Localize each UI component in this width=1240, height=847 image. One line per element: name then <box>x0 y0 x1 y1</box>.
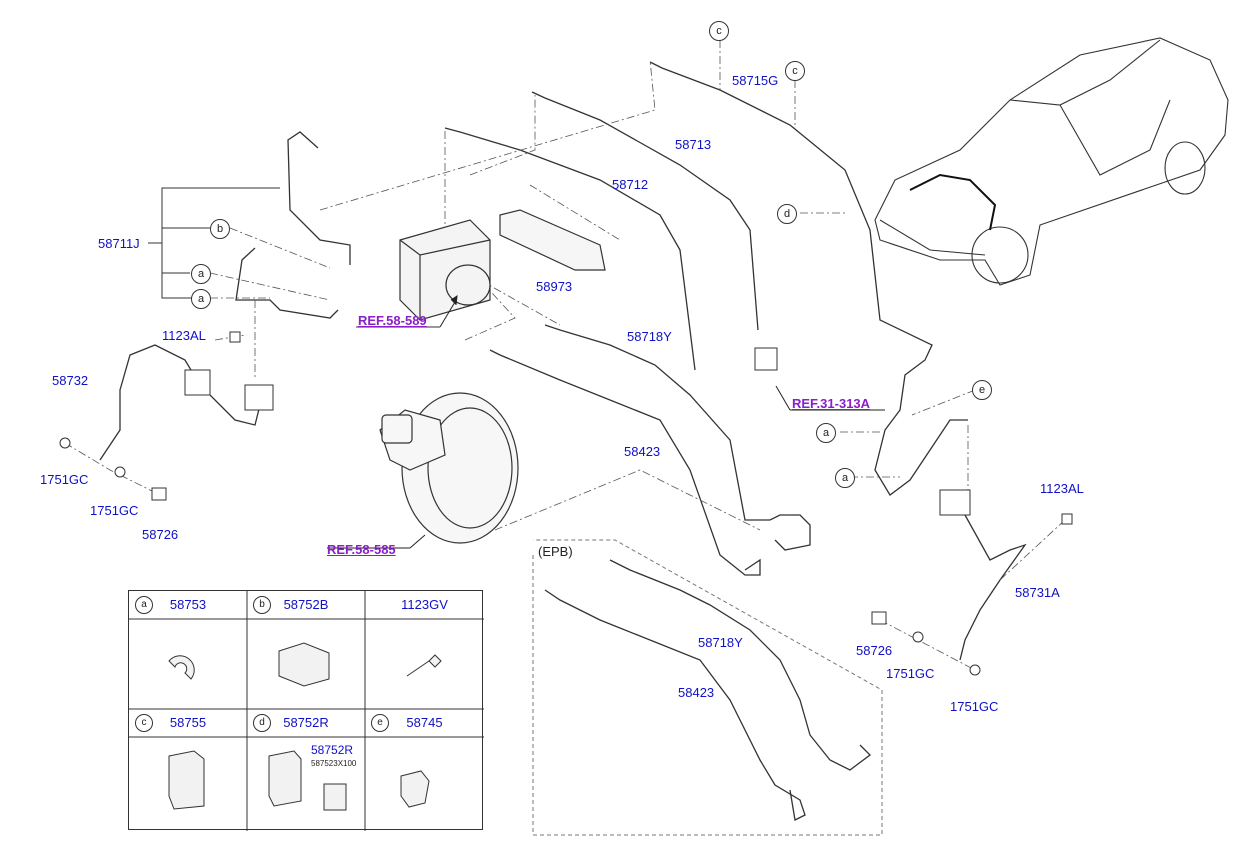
legend-cell-e: e 58745 <box>365 709 484 737</box>
callout-a-left-2: a <box>191 289 211 309</box>
label-1751gc-left-1[interactable]: 1751GC <box>40 472 89 487</box>
legend-cell-c: c 58755 <box>129 709 247 737</box>
label-58711j[interactable]: 58711J <box>98 236 140 251</box>
label-58715g[interactable]: 58715G <box>732 73 779 88</box>
legend-cell-d: d 58752R <box>247 709 365 737</box>
brake-line-58715g <box>649 61 968 496</box>
legend-code-b[interactable]: 58752B <box>283 597 329 612</box>
bracket-58973-shape <box>499 209 606 271</box>
clip-58752b-sketch <box>278 642 330 687</box>
label-1123al-right[interactable]: 1123AL <box>1040 481 1084 496</box>
brake-line-58712 <box>444 127 696 371</box>
label-1751gc-right-2[interactable]: 1751GC <box>950 699 999 714</box>
label-58423-top[interactable]: 58423 <box>624 444 661 459</box>
bolt-1123gv-sketch <box>406 654 442 677</box>
legend-key-d: d <box>253 714 271 732</box>
callout-a-left-1: a <box>191 264 211 284</box>
label-58726-left[interactable]: 58726 <box>142 527 179 542</box>
callout-a-right-2: a <box>835 468 855 488</box>
abs-module-shape <box>399 219 491 321</box>
ref-31-313a-link[interactable]: REF.31-313A <box>792 396 871 411</box>
brake-booster-shape <box>379 392 519 544</box>
ref-58-589-link[interactable]: REF.58-589 <box>358 313 427 328</box>
label-58732[interactable]: 58732 <box>52 373 89 388</box>
clip-58745-sketch <box>400 770 430 808</box>
callout-b-left: b <box>210 219 230 239</box>
legend-key-c: c <box>135 714 153 732</box>
legend-code-c[interactable]: 58755 <box>169 715 207 730</box>
label-1751gc-right-1[interactable]: 1751GC <box>886 666 935 681</box>
label-58712[interactable]: 58712 <box>612 177 649 192</box>
legend-key-e: e <box>371 714 389 732</box>
legend-code-a[interactable]: 58753 <box>169 597 207 612</box>
clip-58755-sketch <box>168 750 205 810</box>
epb-label: (EPB) <box>538 544 573 559</box>
label-1751gc-left-2[interactable]: 1751GC <box>90 503 139 518</box>
legend-code-e[interactable]: 58745 <box>406 715 443 730</box>
label-58718y-top[interactable]: 58718Y <box>627 329 672 344</box>
label-58731a[interactable]: 58731A <box>1015 585 1060 600</box>
label-58713[interactable]: 58713 <box>675 137 712 152</box>
label-58973[interactable]: 58973 <box>536 279 573 294</box>
callout-c-top-2: c <box>785 61 805 81</box>
legend-cell-a: a 58753 <box>129 591 247 619</box>
label-1123al-left[interactable]: 1123AL <box>162 328 206 343</box>
clip-58752r-sketch <box>268 750 302 807</box>
brake-line-58713 <box>531 91 759 331</box>
legend-key-b: b <box>253 596 271 614</box>
callout-e-right: e <box>972 380 992 400</box>
legend-d-sub-note: 587523X100 <box>311 759 357 768</box>
legend-table: a 58753 b 58752B 1123GV c 58755 d 58752R e 58… <box>128 590 484 831</box>
vehicle-shape <box>874 37 1229 286</box>
label-58423-epb[interactable]: 58423 <box>678 685 715 700</box>
legend-grid <box>129 591 484 831</box>
callout-d-right: d <box>777 204 797 224</box>
legend-cell-b: b 58752B <box>247 591 365 619</box>
label-58726-right[interactable]: 58726 <box>856 643 893 658</box>
legend-cell-1123gv: 1123GV <box>365 591 484 619</box>
legend-code-d[interactable]: 58752R <box>283 715 329 730</box>
epb-box <box>532 539 883 836</box>
callout-a-right-1: a <box>816 423 836 443</box>
callout-c-top-1: c <box>709 21 729 41</box>
legend-d-sub-code[interactable]: 58752R <box>311 743 354 757</box>
clip-58752r-small-sketch <box>323 783 347 811</box>
legend-key-a: a <box>135 596 153 614</box>
legend-code-1123gv[interactable]: 1123GV <box>401 597 448 612</box>
ref-58-585-link[interactable]: REF.58-585 <box>327 542 396 557</box>
clip-58753-sketch <box>168 655 195 680</box>
label-58718y-epb[interactable]: 58718Y <box>698 635 743 650</box>
